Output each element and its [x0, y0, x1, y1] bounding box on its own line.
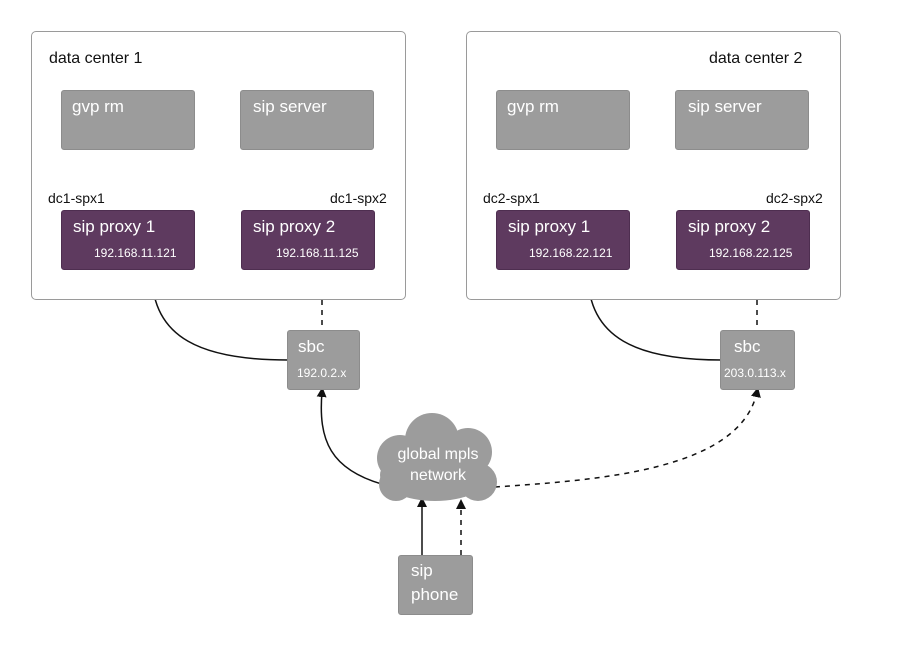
- dc1-label: data center 1: [49, 50, 143, 67]
- dc2-gvp-rm-label: gvp rm: [507, 97, 559, 116]
- sip-phone[interactable]: sip phone: [398, 555, 473, 615]
- dc1-gvp-rm-label: gvp rm: [72, 97, 124, 116]
- dc2-sbc-ip: 203.0.113.x: [724, 366, 786, 380]
- dc1-sip-proxy-1[interactable]: sip proxy 1 192.168.11.121: [61, 210, 195, 270]
- cloud-sbc1-arrow: [316, 387, 386, 486]
- dc1-sbc[interactable]: sbc 192.0.2.x: [287, 330, 360, 390]
- network-line-1: global mpls: [397, 446, 479, 463]
- dc1-spx1-label: dc1-spx1: [48, 190, 105, 206]
- dc1-sbc-ip: 192.0.2.x: [297, 366, 347, 380]
- dc2-sbc[interactable]: sbc 203.0.113.x: [720, 330, 795, 390]
- dc1-spx2-label: dc1-spx2: [330, 190, 387, 206]
- dc2-label: data center 2: [709, 50, 803, 67]
- dc1-gvp-rm[interactable]: gvp rm: [61, 90, 195, 150]
- dc1-proxy1-name: sip proxy 1: [73, 217, 156, 236]
- dc2-proxy2-ip: 192.168.22.125: [709, 246, 793, 260]
- dc2-sbc-name: sbc: [734, 337, 761, 356]
- dc1-proxy2-ip: 192.168.11.125: [276, 246, 359, 260]
- dc2-proxy1-ip: 192.168.22.121: [529, 246, 613, 260]
- dc1-sip-server-label: sip server: [253, 97, 327, 116]
- dc2-gvp-rm[interactable]: gvp rm: [496, 90, 630, 150]
- dc1-proxy2-name: sip proxy 2: [253, 217, 336, 236]
- dc2-spx2-label: dc2-spx2: [766, 190, 823, 206]
- dc1-sip-proxy-2[interactable]: sip proxy 2 192.168.11.125: [241, 210, 375, 270]
- network-line-2: network: [409, 467, 467, 484]
- dc2-sip-proxy-2[interactable]: sip proxy 2 192.168.22.125: [676, 210, 810, 270]
- dc2-sip-server-label: sip server: [688, 97, 762, 116]
- dc1-proxy1-ip: 192.168.11.121: [94, 246, 177, 260]
- dc2-sip-proxy-1[interactable]: sip proxy 1 192.168.22.121: [496, 210, 630, 270]
- dc2-proxy1-name: sip proxy 1: [508, 217, 591, 236]
- phone-line-1: sip: [411, 561, 433, 580]
- dc2-sip-server[interactable]: sip server: [675, 90, 809, 150]
- cloud-sbc2-arrow: [494, 387, 761, 488]
- network-label: global mpls network: [378, 444, 498, 486]
- dc2-spx1-label: dc2-spx1: [483, 190, 540, 206]
- phone-line-2: phone: [411, 585, 459, 604]
- dc1-sip-server[interactable]: sip server: [240, 90, 374, 150]
- dc2-proxy2-name: sip proxy 2: [688, 217, 771, 236]
- cloud-icon: [377, 413, 497, 501]
- dc1-sbc-name: sbc: [298, 337, 325, 356]
